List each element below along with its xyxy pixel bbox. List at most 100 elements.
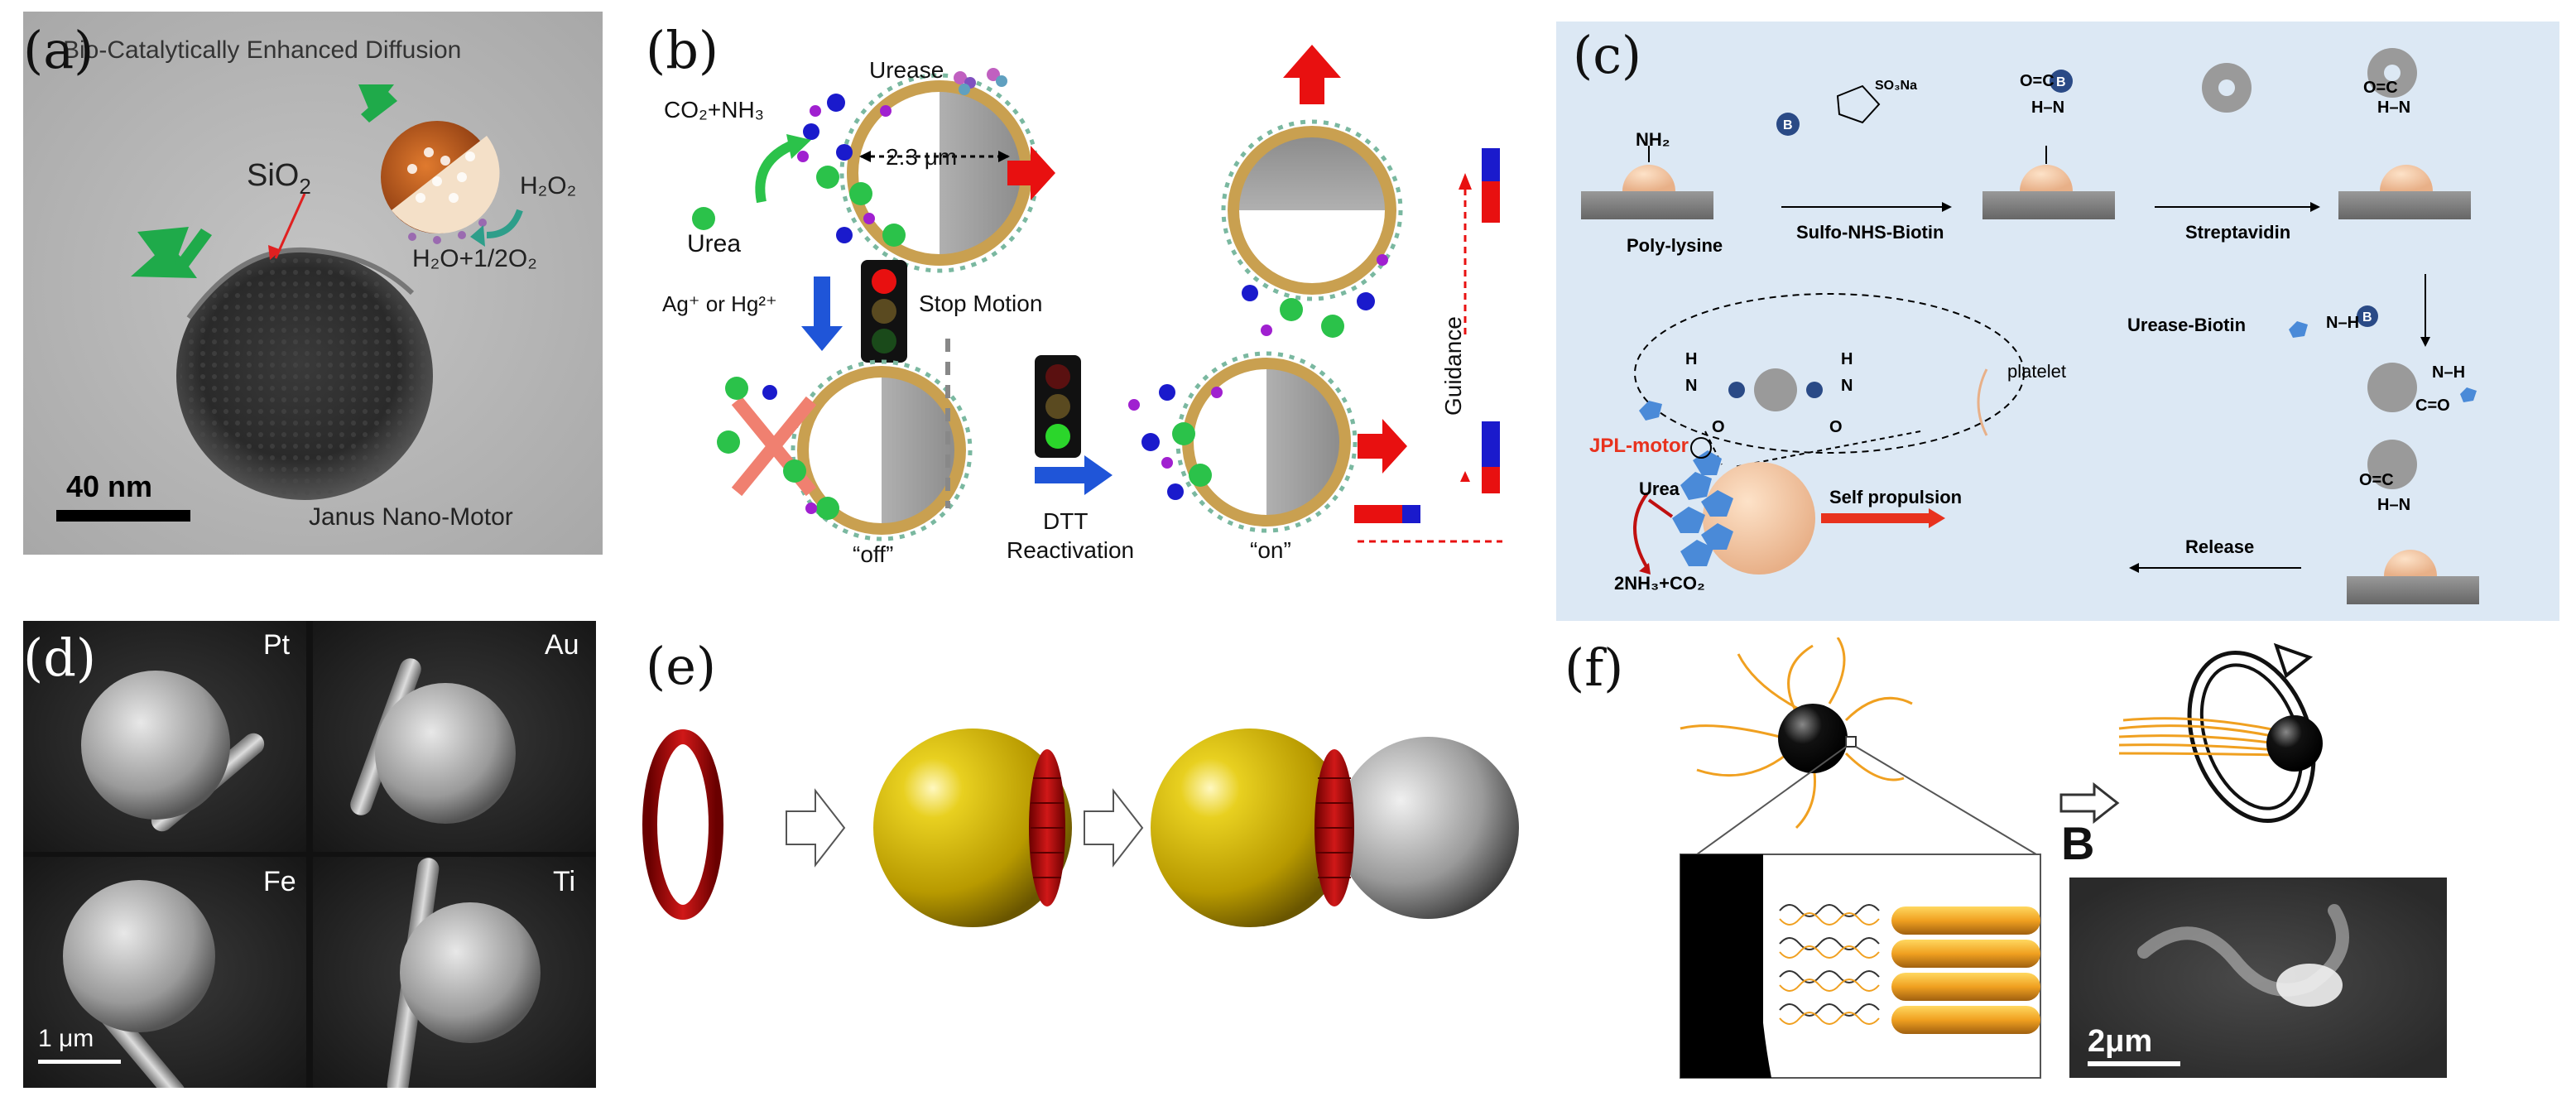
ring-component <box>642 729 723 920</box>
field-rotation-schematic <box>2059 642 2323 825</box>
platelet-label: platelet <box>2007 361 2066 382</box>
black-bead <box>1778 704 1848 773</box>
janus-motor-on <box>1128 351 1358 533</box>
field-b-label: B <box>2061 817 2094 869</box>
panel-label-b: (b) <box>646 20 719 80</box>
zoom-ellipse <box>1634 293 2025 454</box>
panel-e-assembly <box>642 729 1519 927</box>
streptavidin-label: Streptavidin <box>2185 222 2290 243</box>
panel-d-sem-grid <box>23 621 596 1088</box>
biotin-b-urease: B <box>2362 310 2372 325</box>
h2o2-label: H₂O₂ <box>520 172 576 200</box>
scale-bar <box>38 1060 121 1064</box>
zoom-inset <box>1680 854 2041 1079</box>
green-arrow-icon <box>131 227 212 278</box>
sio2-label: SiO2 <box>247 158 311 199</box>
hn-label-1: H–N <box>2031 99 2064 117</box>
substrate-biotin <box>1982 70 2115 219</box>
step-arrow-1-icon <box>786 788 846 868</box>
h-label-1: H <box>1685 350 1697 368</box>
scale-bar-label: 1 μm <box>38 1025 94 1052</box>
tile-label-pt: Pt <box>263 629 291 661</box>
jpl-motor <box>1672 437 1815 575</box>
so3na-label: SO₃Na <box>1875 79 1917 93</box>
panel-d: Pt Au Fe Ti 1 μm (d) <box>23 621 596 1088</box>
urease-biotin-molecule <box>2289 305 2378 338</box>
co-label-2: O=C <box>2363 79 2398 97</box>
fluorescence-micrograph <box>2069 878 2447 1078</box>
scale-bar <box>56 510 190 522</box>
release-label: Release <box>2185 536 2254 557</box>
panel-e: (e) <box>637 629 1548 993</box>
substrate-release <box>2347 363 2479 604</box>
size-label: 2.3 μm <box>886 144 957 170</box>
jpl-motor-label: JPL-motor <box>1589 435 1689 457</box>
gold-sphere-with-ring <box>873 729 1072 927</box>
sem-tile-ti <box>387 858 541 1088</box>
reactivation-label: Reactivation <box>1007 537 1134 563</box>
panel-a-caption: Janus Nano-Motor <box>309 503 513 531</box>
polylysine-label: Poly-lysine <box>1627 235 1723 256</box>
small-green-arrow-icon <box>358 84 397 123</box>
panel-label-c: (c) <box>1573 25 1642 85</box>
substrate-polylysine <box>1581 146 1713 219</box>
panel-b: Urease CO₂+NH₃ 2.3 μm Urea Ag⁺ or Hg²⁺ S… <box>637 12 1548 575</box>
motion-arrow-right-icon <box>1007 146 1055 200</box>
n-label-2: N <box>1841 377 1853 395</box>
stop-motion-label: Stop Motion <box>919 291 1042 316</box>
guidance-bar-horiz-blue <box>1402 505 1420 523</box>
o-label-2: O <box>1829 418 1843 436</box>
biotin-b-reagent: B <box>1783 118 1793 132</box>
guidance-bar-top-red <box>1482 181 1500 223</box>
urea-reaction-arrow-icon <box>755 134 811 204</box>
o-label-1: O <box>1712 418 1725 436</box>
motion-arrow-up-icon <box>1283 45 1341 104</box>
guidance-bar-top-blue <box>1482 148 1500 181</box>
sem-tile-pt <box>81 671 265 832</box>
self-propulsion-label: Self propulsion <box>1829 487 1962 507</box>
biotin-b-1: B <box>2056 75 2066 89</box>
tile-label-ti: Ti <box>553 866 576 897</box>
reactivation-arrow-icon <box>1035 455 1113 495</box>
field-arrow-icon <box>2059 781 2120 825</box>
sulfo-label: Sulfo-NHS-Biotin <box>1796 222 1944 243</box>
gold-silver-dimer <box>1151 729 1519 927</box>
n-label-1: N <box>1685 377 1697 395</box>
urease-biotin-label: Urease-Biotin <box>2127 315 2246 335</box>
zoom-line-right <box>1855 746 2037 855</box>
panel-a: Bio-Catalytically Enhanced Diffusion SiO… <box>23 12 603 555</box>
panel-c-schematic: NH₂ Poly-lysine Sulfo-NHS-Biotin Strepta… <box>1556 22 2559 621</box>
urease-label: Urease <box>869 57 944 83</box>
stop-arrow-down-icon <box>801 276 843 351</box>
nh-label-urease: N–H <box>2326 314 2359 332</box>
panel-f: B 2μm (f) <box>1564 637 2558 1093</box>
nh2-label: NH₂ <box>1636 129 1670 150</box>
co-label-1: O=C <box>2020 72 2055 90</box>
hn-label-4: H–N <box>2377 496 2410 514</box>
panel-label-f: (f) <box>1564 637 1624 698</box>
h-label-2: H <box>1841 350 1853 368</box>
on-label: “on” <box>1250 537 1291 563</box>
guidance-bar-mid-red <box>1482 467 1500 493</box>
janus-nanoparticle <box>176 247 433 500</box>
traffic-light-green-icon <box>1035 355 1081 458</box>
linker-chain <box>1639 368 1988 436</box>
nh-label-3: N–H <box>2432 363 2465 382</box>
off-label: “off” <box>853 541 893 567</box>
step-arrow-2-icon <box>1084 788 1144 868</box>
motion-arrow-right-icon-2 <box>1358 419 1407 474</box>
self-propulsion-arrow-icon <box>1821 508 1945 528</box>
inhibitor-label: Ag⁺ or Hg²⁺ <box>662 291 777 316</box>
panel-a-title: Bio-Catalytically Enhanced Diffusion <box>63 36 461 64</box>
panel-f-schematic: B 2μm <box>1680 637 2447 1079</box>
sulfo-nhs-biotin-molecule <box>1776 84 1881 136</box>
dtt-label: DTT <box>1043 508 1088 534</box>
panel-label-a: (a) <box>23 20 94 80</box>
scale-bar-label: 2μm <box>2088 1024 2152 1059</box>
tile-label-fe: Fe <box>263 866 296 897</box>
products-label: H₂O+1/2O₂ <box>412 245 537 272</box>
panel-label-e: (e) <box>646 636 717 696</box>
sem-tile-au <box>350 658 516 824</box>
panel-c: NH₂ Poly-lysine Sulfo-NHS-Biotin Strepta… <box>1556 22 2559 621</box>
urea-label: Urea <box>1639 478 1680 499</box>
